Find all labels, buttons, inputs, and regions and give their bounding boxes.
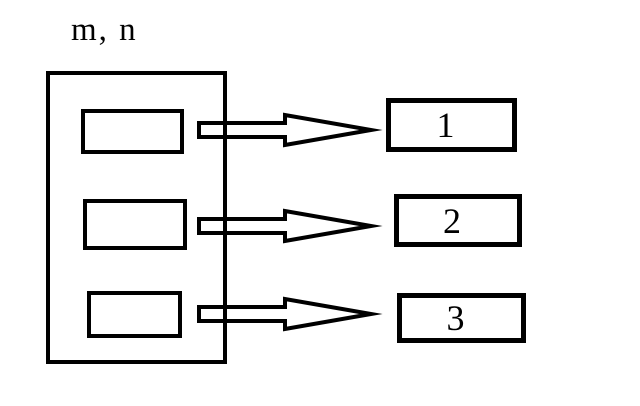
target-label-2: 2 <box>443 200 461 241</box>
inner-box-2 <box>83 199 187 250</box>
target-label-3: 3 <box>446 298 465 338</box>
source-label: m, n <box>71 12 138 48</box>
target-box-1: 1 <box>386 98 517 152</box>
inner-box-1 <box>81 109 184 154</box>
block-arrow-right-icon <box>197 296 383 332</box>
block-arrow-right-icon <box>197 112 383 148</box>
block-arrow-right-icon <box>197 208 383 244</box>
target-box-2: 2 <box>394 194 522 247</box>
target-label-1: 1 <box>436 105 455 145</box>
inner-box-3 <box>87 291 182 338</box>
target-box-3: 3 <box>397 293 526 343</box>
